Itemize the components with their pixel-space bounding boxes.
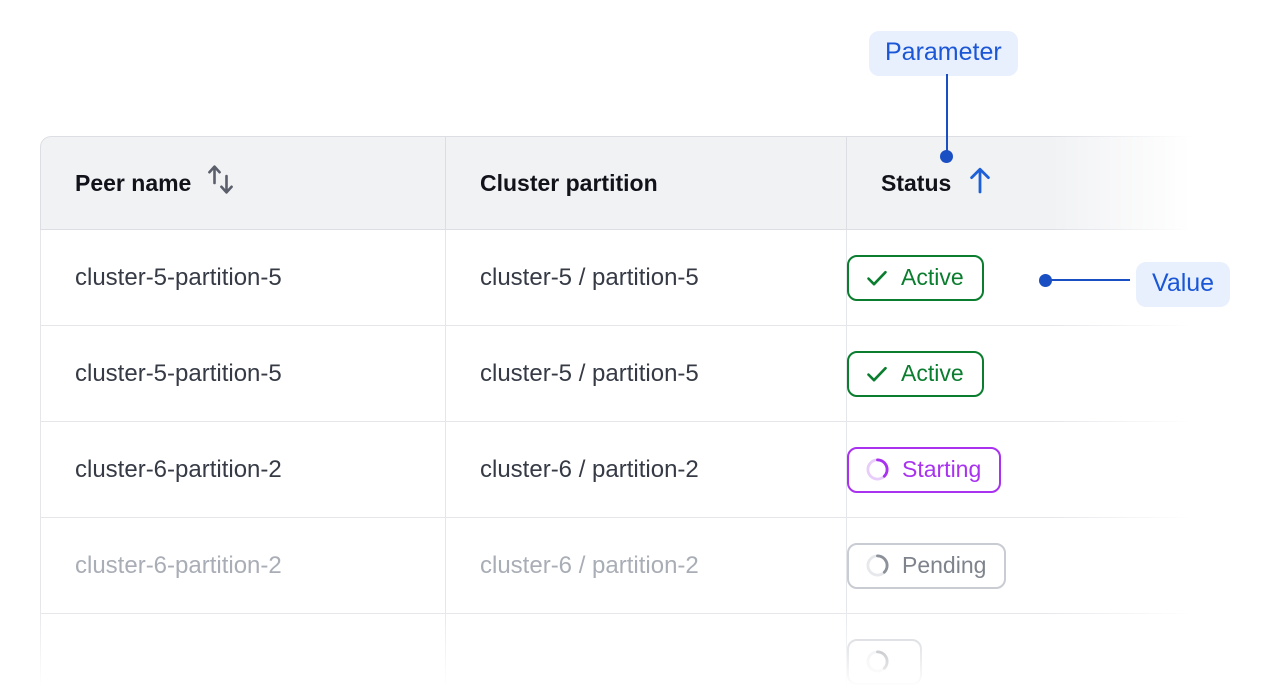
peers-table: Peer name Cluster partit	[40, 136, 1192, 688]
peers-table-container: Peer name Cluster partit	[40, 136, 1192, 688]
cell-peer-name: cluster-6-partition-2	[40, 518, 445, 614]
annotation-parameter-label: Parameter	[869, 31, 1018, 76]
status-badge-label: Starting	[902, 456, 982, 482]
spinner-icon	[864, 552, 891, 579]
status-badge-label: Pending	[902, 552, 987, 578]
cell-cluster-partition	[445, 614, 846, 688]
column-header-status-label: Status	[881, 169, 952, 196]
cell-peer-name: cluster-6-partition-2	[40, 422, 445, 518]
column-header-cluster-partition[interactable]: Cluster partition	[445, 136, 846, 230]
table-header: Peer name Cluster partit	[40, 136, 1192, 230]
column-header-peer-name-label: Peer name	[75, 169, 192, 196]
sort-updown-icon[interactable]	[206, 163, 236, 203]
table-row[interactable]: cluster-6-partition-2 cluster-6 / partit…	[40, 518, 1192, 614]
cell-cluster-partition: cluster-5 / partition-5	[445, 230, 846, 326]
cell-status: Starting	[846, 422, 1192, 518]
column-header-peer-name[interactable]: Peer name	[40, 136, 445, 230]
column-header-status[interactable]: Status	[846, 136, 1192, 230]
check-icon	[864, 361, 890, 387]
table-body: cluster-5-partition-5 cluster-5 / partit…	[40, 230, 1192, 688]
sort-ascending-icon[interactable]	[966, 165, 994, 201]
table-header-row: Peer name Cluster partit	[40, 136, 1192, 230]
cell-peer-name: cluster-5-partition-5	[40, 326, 445, 422]
table-row[interactable]: cluster-6-partition-2 cluster-6 / partit…	[40, 422, 1192, 518]
status-badge-label: Active	[901, 264, 964, 290]
cell-cluster-partition: cluster-6 / partition-2	[445, 422, 846, 518]
table-row[interactable]: cluster-5-partition-5 cluster-5 / partit…	[40, 230, 1192, 326]
table-row[interactable]	[40, 614, 1192, 688]
status-badge-pending: Pending	[847, 542, 1007, 589]
cell-peer-name	[40, 614, 445, 688]
status-badge-active: Active	[847, 254, 984, 301]
cell-status: Active	[846, 230, 1192, 326]
check-icon	[864, 265, 890, 291]
spinner-icon	[864, 648, 891, 675]
cell-status	[846, 614, 1192, 688]
status-badge-pending	[847, 638, 922, 685]
status-badge-starting: Starting	[847, 446, 1002, 493]
status-badge-active: Active	[847, 350, 984, 397]
cell-status: Active	[846, 326, 1192, 422]
cell-cluster-partition: cluster-5 / partition-5	[445, 326, 846, 422]
cell-status: Pending	[846, 518, 1192, 614]
spinner-icon	[864, 456, 891, 483]
cell-peer-name: cluster-5-partition-5	[40, 230, 445, 326]
column-header-cluster-partition-label: Cluster partition	[480, 169, 658, 196]
cell-cluster-partition: cluster-6 / partition-2	[445, 518, 846, 614]
status-badge-label: Active	[901, 360, 964, 386]
table-row[interactable]: cluster-5-partition-5 cluster-5 / partit…	[40, 326, 1192, 422]
